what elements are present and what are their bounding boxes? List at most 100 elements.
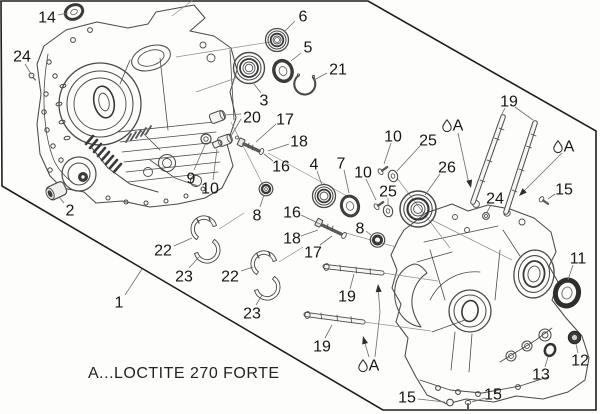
callout-25: 25 bbox=[379, 184, 397, 201]
callout-19: 19 bbox=[313, 339, 331, 356]
callout-20: 20 bbox=[243, 110, 261, 127]
apply-here-arrow bbox=[466, 179, 473, 188]
callout-25: 25 bbox=[419, 133, 437, 150]
leader-line bbox=[255, 294, 263, 306]
leader-line bbox=[290, 52, 302, 62]
part-23-shell-lower-a bbox=[193, 238, 226, 269]
callout-19: 19 bbox=[338, 289, 356, 306]
leader-line bbox=[374, 286, 381, 358]
leader-line bbox=[417, 398, 446, 403]
part-21-circlip bbox=[293, 73, 317, 96]
leader-line bbox=[263, 153, 274, 162]
leader-line bbox=[486, 204, 492, 213]
callout-4: 4 bbox=[310, 157, 319, 174]
leader-line bbox=[240, 266, 254, 272]
part-3-ball-bearing bbox=[232, 51, 266, 85]
callout-6: 6 bbox=[299, 9, 308, 26]
callout-1: 1 bbox=[115, 295, 124, 312]
leader-line bbox=[324, 324, 333, 339]
callout-2: 2 bbox=[66, 203, 75, 220]
leader-line bbox=[547, 193, 556, 200]
part-10-spacer-left bbox=[212, 139, 223, 149]
part-15-bolt-c bbox=[464, 400, 472, 411]
part-6-ball-bearing bbox=[264, 27, 290, 53]
callout-8: 8 bbox=[253, 208, 262, 225]
part-9-washer bbox=[200, 133, 212, 145]
callout-11: 11 bbox=[570, 251, 587, 268]
part-25-washer-a bbox=[387, 169, 399, 183]
leader-line bbox=[124, 268, 143, 296]
leader-line bbox=[396, 145, 421, 172]
leader-line bbox=[267, 143, 290, 152]
part-11-oil-seal bbox=[552, 277, 582, 309]
leader-line bbox=[319, 235, 333, 246]
leader-line bbox=[223, 113, 242, 116]
leader-line bbox=[457, 132, 470, 185]
callout-24: 24 bbox=[486, 191, 504, 208]
apply-here-arrow bbox=[375, 284, 382, 293]
part-19-stud-horizontal-1 bbox=[322, 263, 385, 276]
part-4-ball-bearing bbox=[311, 183, 337, 209]
part-19-stud-vertical-1 bbox=[470, 114, 506, 205]
part-15-bolt-a bbox=[538, 196, 550, 205]
callout-22: 22 bbox=[221, 269, 239, 286]
part-20-bushing-a bbox=[208, 110, 226, 124]
part-7-oil-seal bbox=[339, 194, 361, 218]
part-25-washer-b bbox=[382, 204, 394, 218]
part-15-ball bbox=[446, 398, 454, 407]
apply-here-arrow bbox=[362, 336, 368, 345]
leader-line bbox=[212, 148, 218, 181]
leader-line bbox=[255, 123, 277, 143]
apply-here-arrow bbox=[519, 188, 527, 196]
callout-7: 7 bbox=[337, 156, 346, 173]
callout-18: 18 bbox=[283, 231, 301, 248]
leader-line bbox=[544, 356, 549, 368]
leader-line bbox=[193, 144, 206, 171]
callout-5: 5 bbox=[304, 40, 313, 57]
callout-10: 10 bbox=[201, 181, 219, 198]
leader-line bbox=[471, 397, 486, 403]
part-5-oil-seal bbox=[272, 58, 294, 84]
part-19-stud-vertical-2 bbox=[503, 120, 538, 215]
leader-line bbox=[300, 214, 321, 225]
part-14-oil-seal bbox=[63, 3, 85, 21]
part-8-bushing-right bbox=[369, 232, 386, 248]
leader-line bbox=[349, 273, 355, 290]
leader-line bbox=[514, 106, 534, 121]
part-10-screw-a bbox=[377, 165, 389, 176]
assembly-lines bbox=[171, 0, 513, 332]
loctite-marker-label: A bbox=[453, 118, 464, 135]
leader-line bbox=[300, 229, 319, 237]
leader-line bbox=[567, 264, 574, 281]
part-24-screw-small bbox=[28, 72, 37, 81]
callout-13: 13 bbox=[532, 367, 550, 384]
leader-line bbox=[343, 169, 350, 194]
leader-line bbox=[313, 72, 328, 81]
leader-line bbox=[365, 178, 377, 201]
part-22-shell-upper-a bbox=[185, 210, 218, 241]
callout-19: 19 bbox=[500, 94, 518, 111]
loctite-drop-icon bbox=[553, 140, 563, 154]
part-13-o-ring bbox=[543, 342, 557, 358]
left-crankcase-half bbox=[36, 4, 238, 208]
callout-24: 24 bbox=[13, 49, 31, 66]
part-12-cap bbox=[567, 330, 582, 345]
callout-26: 26 bbox=[438, 160, 456, 177]
loctite-note: A...LOCTITE 270 FORTE bbox=[88, 365, 280, 382]
loctite-marker-label: A bbox=[369, 358, 380, 375]
callout-18: 18 bbox=[290, 134, 308, 151]
leader-line bbox=[283, 20, 296, 33]
callout-16: 16 bbox=[272, 159, 290, 176]
callout-23: 23 bbox=[175, 269, 193, 286]
right-crankcase-half bbox=[390, 200, 590, 405]
callout-15: 15 bbox=[398, 390, 416, 407]
callout-23: 23 bbox=[243, 306, 261, 323]
leader-line bbox=[57, 12, 69, 16]
callout-17: 17 bbox=[276, 112, 294, 129]
leader-line bbox=[24, 63, 32, 75]
leader-line bbox=[575, 343, 579, 354]
